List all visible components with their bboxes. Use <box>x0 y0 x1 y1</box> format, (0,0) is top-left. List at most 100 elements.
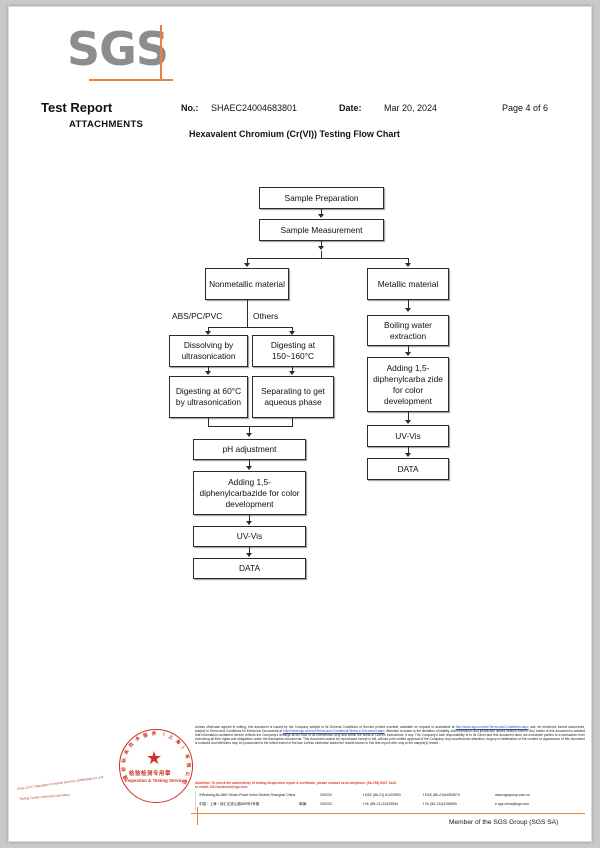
postcode-cn-label: 邮编: <box>299 802 307 806</box>
arrow-head <box>246 553 252 557</box>
flow-chart-subtitle: Hexavalent Chromium (Cr(VI)) Testing Flo… <box>189 129 400 139</box>
address-divider <box>195 791 196 811</box>
report-no-label: No.: <box>181 103 199 113</box>
attention-line-2: or email: CN.Doccheck@sgs.com <box>195 785 248 790</box>
connector <box>408 346 409 355</box>
flow-node-digesting-150-160: Digesting at 150~160°C <box>252 335 334 367</box>
connector <box>321 209 322 216</box>
tel-ee: t E&E (86-21) 61402553 <box>363 793 401 797</box>
connector <box>321 241 322 249</box>
arrow-head <box>405 263 411 267</box>
address-cn: 中国・上海・徐汇区宜山路889号3号楼 <box>199 802 260 806</box>
arrow-head <box>289 331 295 335</box>
flow-node-label: Boiling water extraction <box>384 319 432 341</box>
flow-node-uv-vis-right: UV-Vis <box>367 425 449 447</box>
arrow-head <box>205 331 211 335</box>
arrow-head <box>405 352 411 356</box>
connector <box>208 426 293 427</box>
connector <box>408 447 409 456</box>
address-block: 3ⁿBuilding,No.889 Yishan Road Xuhui Dist… <box>195 791 585 811</box>
flow-node-label: DATA <box>397 463 419 474</box>
connector <box>208 327 292 328</box>
connector <box>249 547 250 556</box>
branch-label-right: Others <box>253 311 279 321</box>
connector <box>249 426 250 435</box>
member-note: Member of the SGS Group (SGS SA) <box>449 819 559 826</box>
connector <box>247 258 409 259</box>
attention-line-1: Attention: To check the authenticity of … <box>195 781 397 785</box>
attachments-label: ATTACHMENTS <box>69 119 144 130</box>
connector <box>408 412 409 423</box>
connector <box>292 327 293 334</box>
sgs-logo: SGS <box>67 23 187 85</box>
stamp-center-en: Inspection & Testing Services <box>125 778 188 783</box>
arrow-head <box>246 521 252 525</box>
flow-node-label: UV-Vis <box>236 531 263 541</box>
flow-chart: Sample Preparation Sample Measurement No… <box>9 7 591 841</box>
postcode-en: 200233 <box>320 793 332 797</box>
connector <box>408 258 409 266</box>
fax-ee: f E&E (86-21)64953679 <box>423 793 460 797</box>
flow-node-label: pH adjustment <box>222 444 277 454</box>
flow-node-nonmetallic-material: Nonmetallic material <box>205 268 289 300</box>
flow-node-label: Digesting at 150~160°C <box>270 340 316 361</box>
flow-node-label: Sample Preparation <box>284 192 359 203</box>
flow-node-digesting-60-ultrasonication: Digesting at 60°C by ultrasonication <box>169 376 248 418</box>
flow-node-dissolving-by-ultrasonication: Dissolving by ultrasonication <box>169 335 248 367</box>
flow-node-ph-adjustment: pH adjustment <box>193 439 306 460</box>
terms-e-document-link[interactable]: http://www.sgs.com/en/Terms-and-Conditio… <box>283 729 385 734</box>
connector <box>208 327 209 334</box>
flow-node-label: Sample Measurement <box>280 224 363 235</box>
flow-node-data-left: DATA <box>193 558 306 579</box>
stamp-subtitle-en: SGS-CSTC Standards Technical Services (S… <box>17 774 105 791</box>
flow-node-adding-diphenylcarbazide-left: Adding 1,5-diphenylcarbazide for color d… <box>193 471 306 515</box>
arrow-head <box>246 466 252 470</box>
connector <box>247 258 248 266</box>
flow-node-label: Digesting at 60°C by ultrasonication <box>175 386 242 407</box>
footer-tick <box>197 807 199 825</box>
connector <box>247 300 248 328</box>
flow-node-label: Adding 1,5-diphenylcarba zide for color … <box>373 362 443 406</box>
legal-text-3: . Attention is drawn to the limitation o… <box>195 729 586 746</box>
flow-node-uv-vis-left: UV-Vis <box>193 526 306 547</box>
flow-node-label: Separating to get aqueous phase <box>261 386 325 407</box>
branch-label-left: ABS/PC/PVC <box>172 311 223 321</box>
legal-text-1: Unless otherwise agreed in writing, this… <box>195 725 456 729</box>
website[interactable]: www.sgsgroup.com.cn <box>495 793 531 797</box>
flow-node-label: Nonmetallic material <box>209 278 285 289</box>
sgs-logo-text: SGS <box>67 22 169 76</box>
star-icon: ★ <box>146 748 163 768</box>
report-no-value: SHAEC24004683801 <box>211 103 298 113</box>
stamp-subtitle-en2: Testing Center Chemical Laboratory <box>19 792 71 801</box>
arrow-head <box>244 263 250 267</box>
report-page: SGS Test Report ATTACHMENTS No.: SHAEC24… <box>8 6 592 842</box>
arrow-head <box>405 420 411 424</box>
report-date-label: Date: <box>339 103 362 113</box>
stamp-ring <box>119 729 193 803</box>
flow-node-label: Metallic material <box>377 278 439 289</box>
page-title: Test Report <box>41 100 113 115</box>
inspection-stamp: 通标标准技术服务（上海）有限公司 ★ 检验检测专用章 Inspection & … <box>113 723 199 809</box>
flow-node-sample-measurement: Sample Measurement <box>259 219 384 241</box>
connector <box>249 460 250 469</box>
arrow-head <box>405 453 411 457</box>
connector <box>321 251 322 259</box>
arrow-head <box>318 246 324 250</box>
footer-rule <box>191 813 585 815</box>
connector <box>292 418 293 427</box>
flow-node-label: Adding 1,5-diphenylcarbazide for color d… <box>199 476 300 509</box>
fax-hl: f HL (86-21)61156899 <box>423 802 457 806</box>
connector <box>408 300 409 310</box>
report-date-value: Mar 20, 2024 <box>384 103 438 113</box>
terms-conditions-link[interactable]: http://www.sgs.com/en/Terms-and-Conditio… <box>455 725 529 729</box>
flow-node-label: Dissolving by ultrasonication <box>181 340 236 361</box>
flow-node-label: UV-Vis <box>395 430 421 441</box>
email[interactable]: e sgs.china@sgs.com <box>495 802 530 806</box>
connector <box>208 418 209 427</box>
legal-disclaimer: Unless otherwise agreed in writing, this… <box>195 725 585 745</box>
connector <box>249 515 250 524</box>
arrow-head <box>246 433 252 437</box>
flow-node-adding-diphenylcarbazide-right: Adding 1,5-diphenylcarba zide for color … <box>367 357 449 412</box>
flow-node-metallic-material: Metallic material <box>367 268 449 300</box>
address-en: 3ⁿBuilding,No.889 Yishan Road Xuhui Dist… <box>199 793 296 797</box>
